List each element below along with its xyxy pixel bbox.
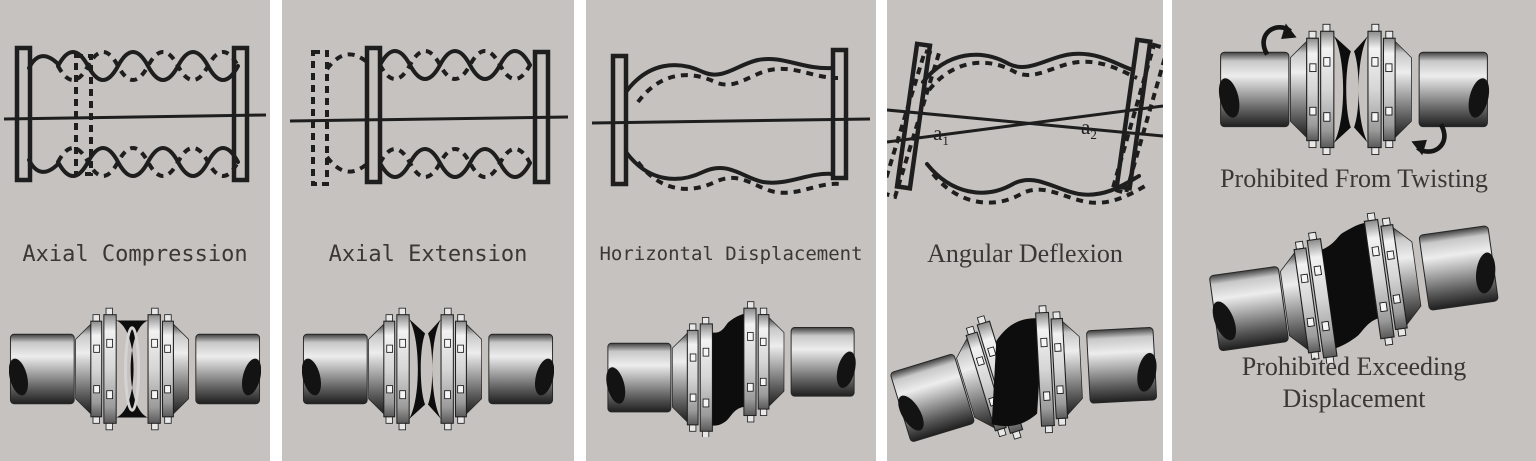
bellows-waves xyxy=(325,49,532,179)
angular-deflexion-label: Angular Deflexion xyxy=(927,239,1123,268)
left-flange xyxy=(1289,23,1335,156)
extended-joint-image xyxy=(302,307,554,431)
axial-compression-label: Axial Compression xyxy=(22,241,248,267)
right-flange xyxy=(1034,303,1085,434)
right-flange-outline xyxy=(231,45,250,183)
left-flange-outline xyxy=(610,53,629,187)
left-flange-outline xyxy=(364,45,383,185)
compressed-arch-seam xyxy=(124,326,141,412)
center-axis-line xyxy=(3,113,267,121)
left-flange-outline xyxy=(14,45,33,183)
rubber-bellows-stretched xyxy=(1322,222,1378,349)
rubber-bellows-left-half xyxy=(409,319,426,419)
rubber-bellows-right-half xyxy=(1354,35,1368,143)
rubber-bellows-offset xyxy=(712,313,744,426)
left-pipe xyxy=(602,342,672,413)
right-pipe xyxy=(488,333,554,405)
angle-label-a2: a2 xyxy=(1081,115,1097,142)
right-pipe xyxy=(195,333,261,405)
rubber-bellows-angular xyxy=(991,318,1044,427)
right-flange xyxy=(440,307,483,431)
left-flange xyxy=(75,307,117,431)
axial-compression-schematic xyxy=(3,45,267,183)
right-flange-outline xyxy=(830,47,849,181)
compressed-joint-image xyxy=(9,307,261,431)
rubber-bellows-left-half xyxy=(1333,35,1351,143)
axis-line-2 xyxy=(887,104,1163,144)
angle-label-a1: a1 xyxy=(933,121,949,148)
deflected-body-waves xyxy=(921,51,1146,205)
axial-extension-schematic xyxy=(289,45,569,186)
left-pipe xyxy=(1214,51,1290,128)
exceeding-displacement-joint-image xyxy=(1203,207,1505,364)
panel-horizontal-displacement: Horizontal Displacement xyxy=(586,0,876,461)
right-pipe-raised xyxy=(790,327,860,397)
extended-flange-dashed-outline xyxy=(311,50,329,186)
right-flange-raised xyxy=(743,301,785,423)
center-axis-line xyxy=(591,117,871,125)
prohibited-twisting-label: Prohibited From Twisting xyxy=(1220,164,1488,193)
right-flange xyxy=(1367,23,1412,156)
center-axis-line xyxy=(289,115,569,123)
left-flange xyxy=(368,307,410,431)
right-flange xyxy=(147,307,190,431)
prohibited-exceeding-line2: Displacement xyxy=(1282,384,1426,413)
prohibited-exceeding-line1: Prohibited Exceeding xyxy=(1241,351,1467,381)
right-pipe xyxy=(1418,51,1494,128)
twist-arrow-right xyxy=(1411,123,1447,156)
panel-prohibited-conditions: Prohibited From Twisting Prohibited Exce… xyxy=(1172,0,1536,461)
left-flange xyxy=(671,316,713,437)
compressed-flange-dashed-outline xyxy=(74,54,93,176)
twisting-joint-image xyxy=(1214,23,1494,156)
horizontal-displacement-label: Horizontal Displacement xyxy=(599,243,863,265)
right-flange-displaced xyxy=(1362,207,1427,347)
twist-arrow-left xyxy=(1261,23,1297,56)
displaced-body-waves xyxy=(624,57,841,195)
panel-angular-deflexion: a1 a2 Angular Deflexion xyxy=(887,0,1163,461)
left-pipe xyxy=(1203,265,1290,353)
angular-joint-image xyxy=(889,303,1161,444)
offset-joint-image xyxy=(602,301,860,437)
left-flange-tilted xyxy=(894,41,933,191)
panel-axial-compression: Axial Compression xyxy=(0,0,270,461)
rubber-bellows-compressed xyxy=(116,320,149,418)
right-half xyxy=(1034,303,1161,434)
angular-deflexion-schematic: a1 a2 xyxy=(887,37,1163,205)
panel-axial-extension: Axial Extension xyxy=(282,0,574,461)
bellows-waves xyxy=(27,50,240,178)
left-pipe xyxy=(302,333,368,405)
rubber-bellows-right-half xyxy=(428,319,442,419)
right-flange-outline xyxy=(532,49,551,185)
right-pipe xyxy=(1085,326,1161,404)
right-flange-tilted xyxy=(1114,37,1153,191)
axial-extension-label: Axial Extension xyxy=(328,241,528,267)
prohibited-exceeding-label: Prohibited Exceeding Displacement xyxy=(1242,352,1467,414)
right-pipe-displaced xyxy=(1418,224,1505,311)
left-pipe xyxy=(9,333,75,405)
horizontal-displacement-schematic xyxy=(591,47,871,195)
